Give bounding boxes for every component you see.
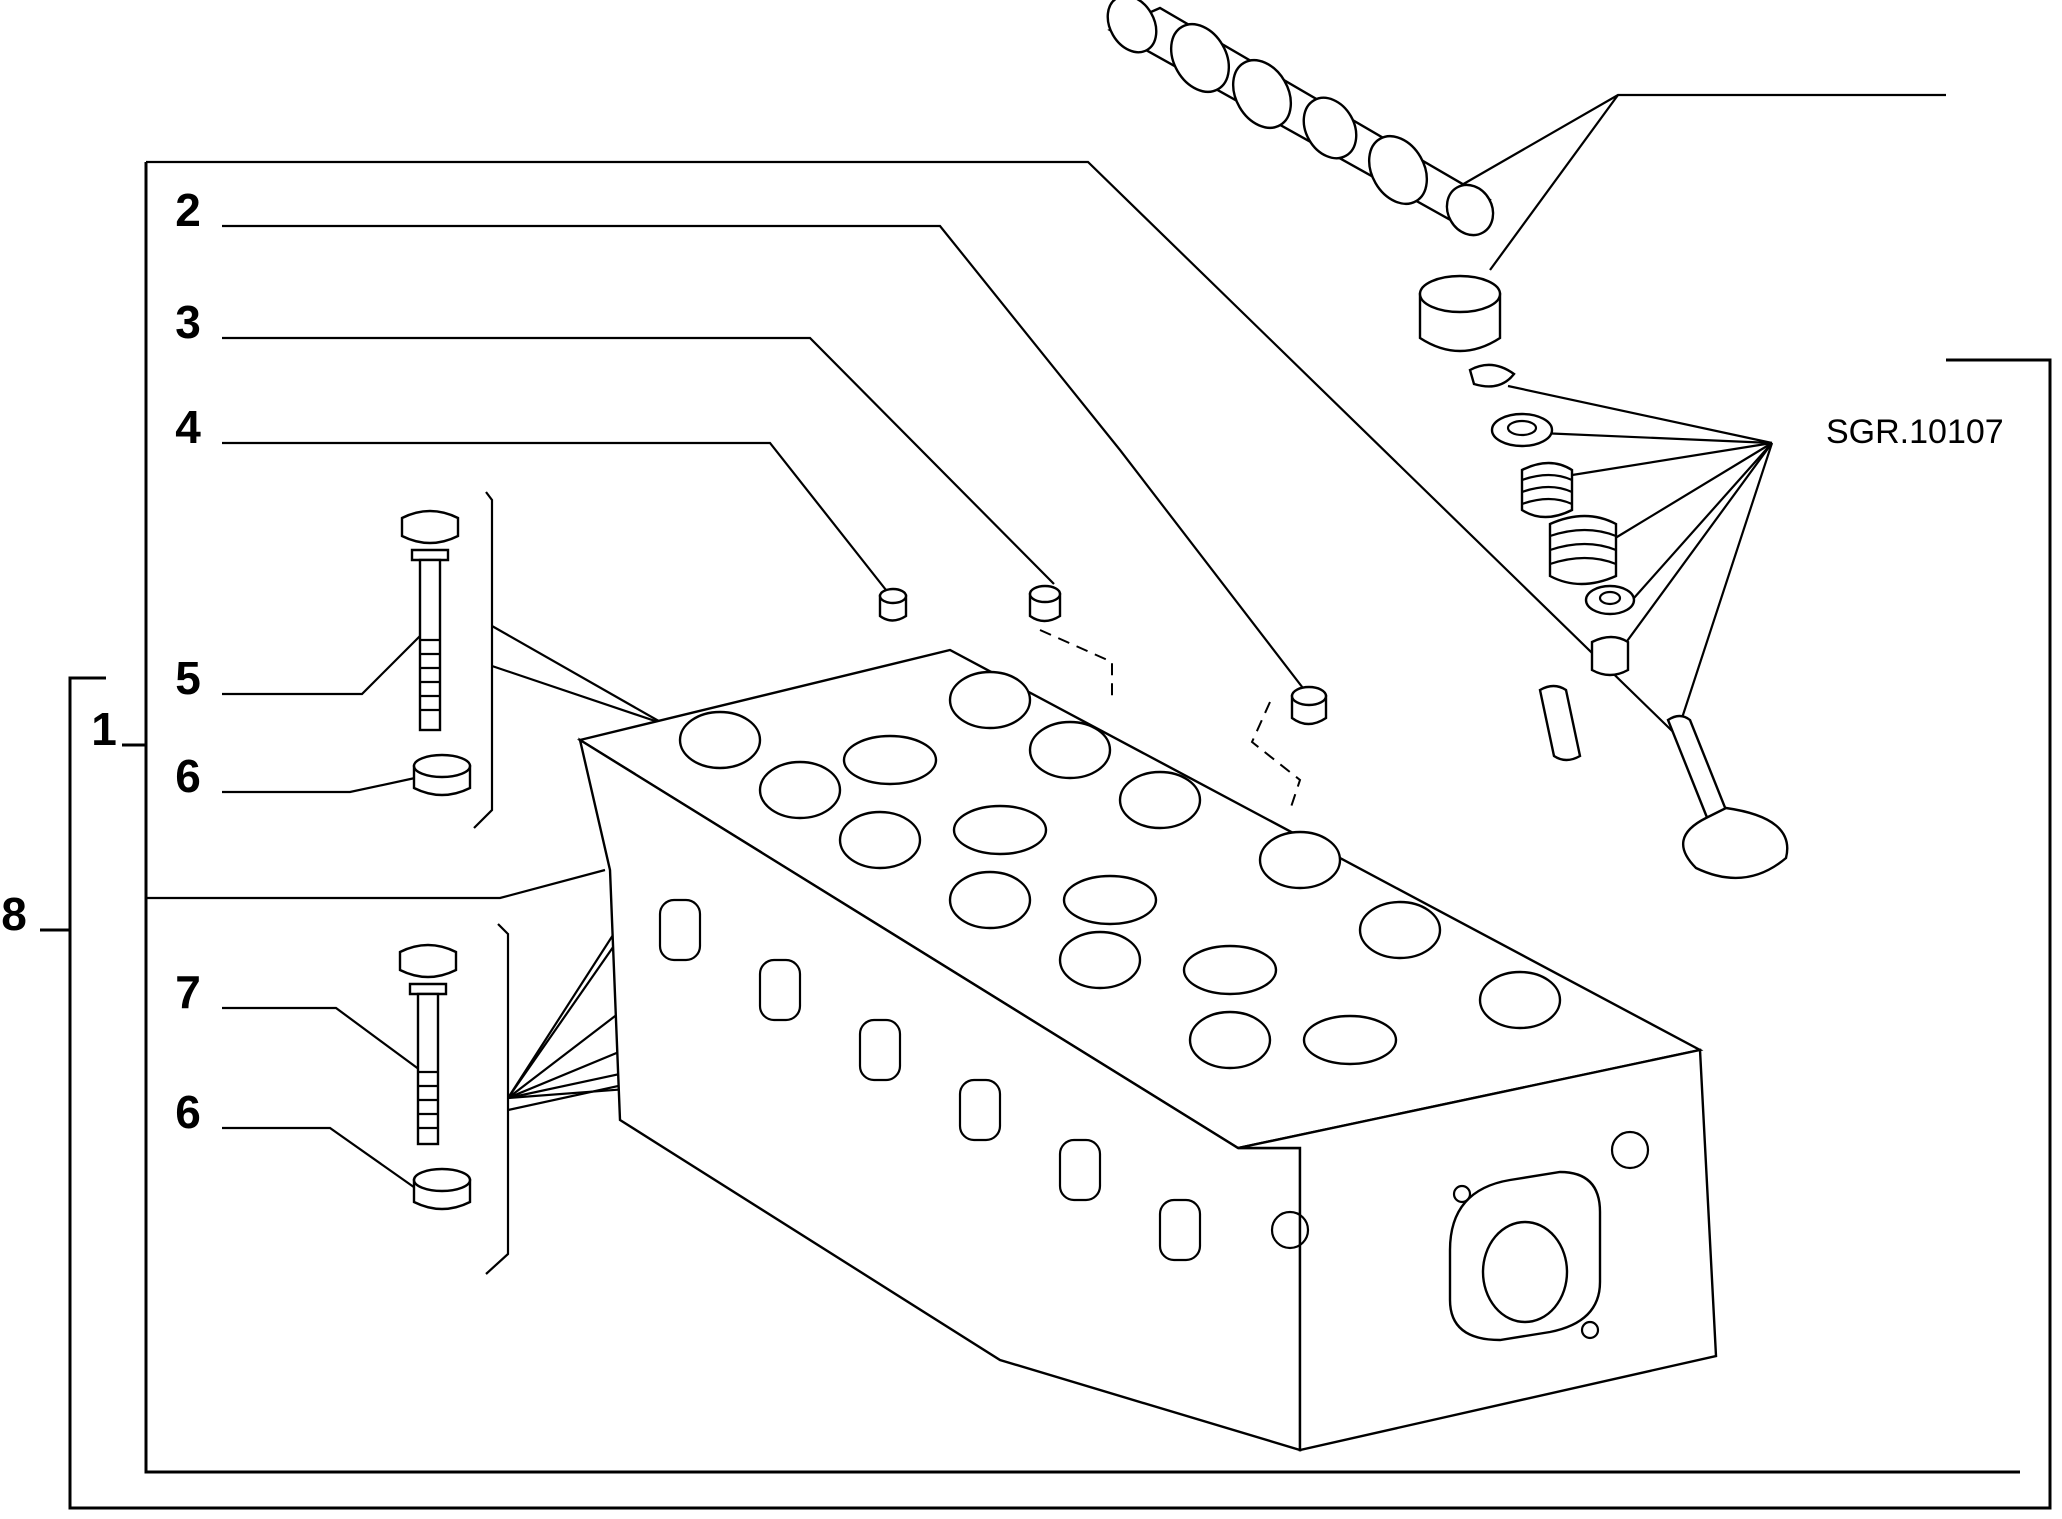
callout-label-2: 2: [175, 184, 201, 236]
callout-label-5: 5: [175, 652, 201, 704]
callout-label-3: 3: [175, 296, 201, 348]
tappet-illustration: [1418, 274, 1502, 353]
spring-retainer-illustration: [1490, 412, 1554, 448]
part-4-cap-illustration: [878, 587, 908, 622]
valve-collets-illustration: [1468, 363, 1516, 388]
valve-guide-illustration: [1538, 684, 1582, 762]
callout-label-4: 4: [175, 401, 201, 453]
bolt-5-illustration: [400, 509, 460, 732]
washer-6-upper-illustration: [412, 753, 472, 797]
callout-labels: 2 3 4 1 5 6 8 7 6 SGR.10107: [1, 184, 2003, 1138]
bolt-7-illustration: [398, 943, 458, 1146]
callout-label-8: 8: [1, 888, 27, 940]
group-bracket-1: [122, 162, 2020, 1474]
callout-label-6-lower: 6: [175, 1086, 201, 1138]
valve-stem-seal-illustration: [1590, 635, 1630, 677]
callout-label-1: 1: [91, 703, 117, 755]
spring-seat-illustration: [1584, 584, 1636, 616]
valve-illustration: [1666, 714, 1789, 880]
reference-code: SGR.10107: [1826, 413, 2004, 451]
callout-label-6-upper: 6: [175, 750, 201, 802]
washer-6-lower-illustration: [412, 1167, 472, 1211]
callout-label-7: 7: [175, 966, 201, 1018]
part-2-cap-illustration: [1290, 685, 1328, 726]
part-3-cap-illustration: [1028, 584, 1062, 623]
valve-spring-outer-illustration: [1548, 514, 1618, 586]
valve-spring-inner-illustration: [1520, 461, 1574, 519]
camshaft-illustration: [1106, 0, 1495, 237]
cylinder-head-illustration: [576, 648, 1718, 1452]
group-bracket-8: [40, 358, 2052, 1510]
